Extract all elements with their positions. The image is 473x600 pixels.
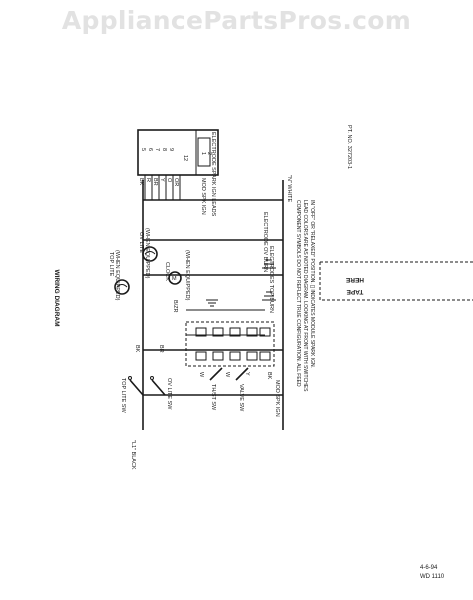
ground-symbol	[206, 299, 218, 307]
label-br: BR	[158, 345, 164, 353]
terminal-o: O	[166, 178, 172, 183]
switch-block-upper	[195, 327, 271, 337]
label-n: "N" WHITE	[286, 175, 292, 202]
label-top-lite-sub: (WHEN EQUIPPED)	[114, 250, 120, 301]
footer-code: WD 1110	[420, 574, 445, 580]
terminal-num-6: 6	[147, 148, 153, 151]
label-valve-sw: VALVE SW	[238, 384, 244, 412]
terminal-num-8: 8	[161, 148, 167, 151]
label-mod-spk-ign-2: MOD SPK IGN	[200, 178, 206, 215]
terminal-num-7: 7	[154, 148, 160, 151]
label-clock: CLOCK	[164, 262, 170, 281]
footer-date: 4-6-94	[420, 565, 438, 571]
terminal-or: OR	[173, 178, 179, 186]
tape-here-box	[319, 262, 473, 301]
label-mod-spk-ign: MOD SPK IGN	[274, 380, 280, 417]
terminal-r: R	[145, 178, 151, 182]
module-connector	[197, 137, 211, 167]
label-module: ELECTRODE SPARK IGN LEADS	[210, 132, 216, 217]
electrode-ov-burn	[262, 259, 276, 269]
label-bzr: B/ZR	[172, 300, 178, 313]
valve-switch	[235, 367, 249, 381]
terminal-num-5: 5	[140, 148, 146, 151]
terminal-br: BR	[152, 178, 158, 186]
ov-lite-lamp	[142, 246, 158, 262]
thermo-switch	[209, 367, 223, 381]
label-bk2: BK	[266, 372, 272, 380]
label-l1: "L1" BLACK	[130, 440, 136, 470]
ov-lite-filament	[144, 251, 156, 255]
terminal-num-2: 2	[206, 152, 212, 155]
label-w: W	[198, 372, 204, 378]
here-label: HERE	[345, 276, 364, 283]
terminal-num-1: 1	[200, 152, 206, 155]
switch-block-lower	[195, 351, 271, 361]
ov-lite-switch-contact	[150, 376, 154, 380]
top-lite-lamp	[114, 279, 130, 295]
label-electrode-top: ELECTRODES TOP BURN	[268, 246, 274, 313]
label-w2: W	[224, 372, 230, 378]
module-box	[137, 129, 219, 176]
top-lite-switch-contact	[128, 376, 132, 380]
label-y: Y	[244, 372, 250, 376]
label-ov-lite: OV LITE	[138, 232, 144, 253]
label-ov-lite-sub: (WHEN EQUIPPED)	[144, 228, 150, 279]
label-pt-no: PT. NO. 327203-1	[346, 125, 352, 169]
label-top-lite-sw: TOP LITE SW	[120, 378, 126, 413]
clock-motor-mark: M	[172, 276, 177, 282]
label-top-lite: TOP LITE	[108, 252, 114, 277]
clock-motor	[168, 271, 182, 285]
terminal-y: Y	[159, 178, 165, 182]
electrode-top-burn	[262, 291, 276, 301]
tape-label: TAPE	[346, 288, 364, 295]
switch-group-outline	[185, 321, 275, 367]
terminal-num-9: 9	[168, 148, 174, 151]
watermark: AppliancePartsPros.com	[61, 6, 412, 35]
label-thermo-sw: TH/ST SW	[210, 384, 216, 411]
note-line-2: LEAD COLORS ARE AS NOTED DIAGRAM. LOOKIN…	[302, 200, 308, 392]
diagram-title: WIRING DIAGRAM	[53, 269, 60, 326]
label-bk: BK	[134, 345, 140, 353]
label-electrode-ov: ELECTRODE OV BURN	[262, 212, 268, 272]
label-clock-sub: (WHEN EQUIPPED)	[184, 250, 190, 301]
terminal-bk: BK	[138, 178, 144, 186]
top-lite-filament	[116, 284, 128, 288]
note-line-3: IN "OFF" OR "RELAXED" POSITION. [] INDIC…	[309, 200, 315, 368]
top-lite-switch	[129, 379, 144, 396]
terminal-num-12: 12	[182, 155, 188, 161]
label-ov-lite-sw: OV LITE SW	[166, 378, 172, 410]
ov-lite-switch	[151, 379, 166, 396]
note-line-1: COMPONENT SYMBOLS DO NOT REFLECT TRUE CO…	[295, 200, 301, 387]
